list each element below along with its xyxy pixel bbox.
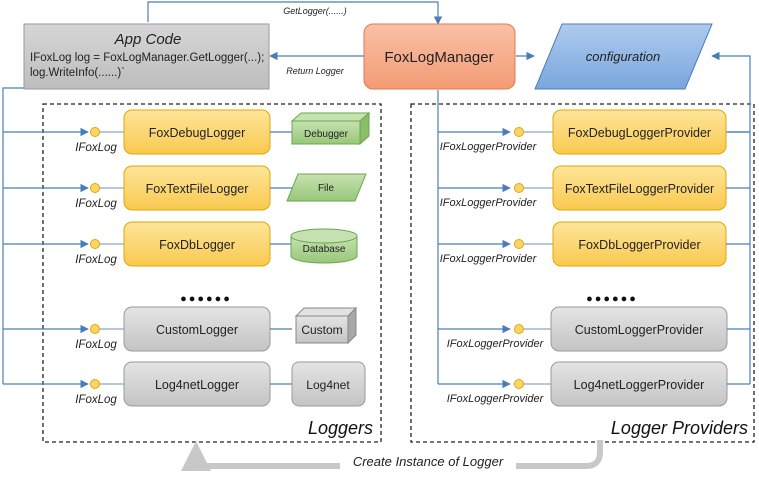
app-code-box <box>23 23 270 90</box>
providers-group-border <box>410 103 755 443</box>
provider-row: IFoxLoggerProvider Log4netLoggerProvider <box>438 361 750 407</box>
logger-name: Log4netLogger <box>155 378 239 392</box>
provider-row: IFoxLoggerProvider CustomLoggerProvider <box>438 306 750 352</box>
provider-name: CustomLoggerProvider <box>575 323 704 337</box>
fox-log-manager-box <box>363 23 516 90</box>
provider-name: FoxDbLoggerProvider <box>578 238 700 252</box>
logger-interface-label: IFoxLog <box>75 394 117 406</box>
fox-log-manager-label: FoxLogManager <box>384 49 493 66</box>
file-target-shape <box>286 173 367 202</box>
logger-interface-label: IFoxLog <box>75 339 117 351</box>
logger-row: IFoxLog FoxDebugLogger Debugger <box>3 109 371 155</box>
loggers-group-border <box>42 103 382 443</box>
logger-name: CustomLogger <box>156 323 238 337</box>
logger-target-label: Log4net <box>306 378 350 392</box>
interface-lollipop-icon <box>514 127 524 137</box>
database-cylinder-top <box>290 228 358 244</box>
custom-target-shape <box>295 315 349 344</box>
app-code-line1: IFoxLog log = FoxLogManager.GetLogger(..… <box>30 52 264 64</box>
get-logger-connector <box>147 1 443 25</box>
logger-target-label: Database <box>303 244 346 255</box>
interface-lollipop-icon <box>90 239 100 249</box>
provider-interface-label: IFoxLoggerProvider <box>440 197 538 209</box>
configuration-label: configuration <box>586 49 660 64</box>
provider-interface-label: IFoxLoggerProvider <box>440 141 538 153</box>
get-logger-label: GetLogger(......) <box>283 6 347 16</box>
interface-lollipop-icon <box>90 379 100 389</box>
provider-name: Log4netLoggerProvider <box>574 378 705 392</box>
custom-cube-top <box>294 307 358 317</box>
providers-group-title: Logger Providers <box>611 418 748 438</box>
create-instance-label: Create Instance of Logger <box>353 454 504 469</box>
logger-name: FoxTextFileLogger <box>146 182 249 196</box>
logger-interface-label: IFoxLog <box>75 142 117 154</box>
logger-target-label: Debugger <box>304 129 349 140</box>
provider-interface-label: IFoxLoggerProvider <box>447 338 545 350</box>
debugger-cube-top <box>290 112 371 122</box>
interface-lollipop-icon <box>514 324 524 334</box>
logger-row: IFoxLog FoxDbLogger Database <box>3 221 358 267</box>
create-instance-label-bg <box>340 454 516 470</box>
interface-lollipop-icon <box>90 183 100 193</box>
configuration-shape <box>534 23 713 90</box>
logger-row: IFoxLog CustomLogger Custom <box>3 306 358 352</box>
logger-row: IFoxLog FoxTextFileLogger File <box>3 165 367 211</box>
logger-name: FoxDbLogger <box>159 238 235 252</box>
return-logger-label: Return Logger <box>286 66 345 76</box>
left-bus-connector <box>2 87 24 384</box>
app-code-line2: log.WriteInfo(......)` <box>30 67 125 79</box>
interface-lollipop-icon <box>514 379 524 389</box>
providers-ellipsis: ●●●●●● <box>586 293 638 305</box>
debugger-target-shape <box>291 120 361 145</box>
provider-interface-label: IFoxLoggerProvider <box>440 253 538 265</box>
log4net-target-shape <box>291 361 366 407</box>
loggers-group-title: Loggers <box>308 418 373 438</box>
interface-lollipop-icon <box>514 183 524 193</box>
interface-lollipop-icon <box>90 324 100 334</box>
logger-row: IFoxLog Log4netLogger Log4net <box>3 361 366 407</box>
provider-row: IFoxLoggerProvider FoxTextFileLoggerProvi… <box>438 165 750 211</box>
logger-interface-label: IFoxLog <box>75 198 117 210</box>
provider-interface-label: IFoxLoggerProvider <box>447 393 545 405</box>
database-target-shape <box>290 236 358 264</box>
provider-row: IFoxLoggerProvider FoxDbLoggerProvider <box>438 221 750 267</box>
provider-name: FoxTextFileLoggerProvider <box>565 182 714 196</box>
interface-lollipop-icon <box>90 127 100 137</box>
loggers-ellipsis: ●●●●●● <box>180 293 232 305</box>
provider-name: FoxDebugLoggerProvider <box>568 126 711 140</box>
logger-name: FoxDebugLogger <box>149 126 246 140</box>
logger-target-label: Custom <box>301 323 342 337</box>
provider-row: IFoxLoggerProvider FoxDebugLoggerProvider <box>438 109 750 155</box>
logger-target-label: File <box>318 183 335 194</box>
logger-interface-label: IFoxLog <box>75 254 117 266</box>
app-code-title: App Code <box>114 31 182 48</box>
interface-lollipop-icon <box>514 239 524 249</box>
